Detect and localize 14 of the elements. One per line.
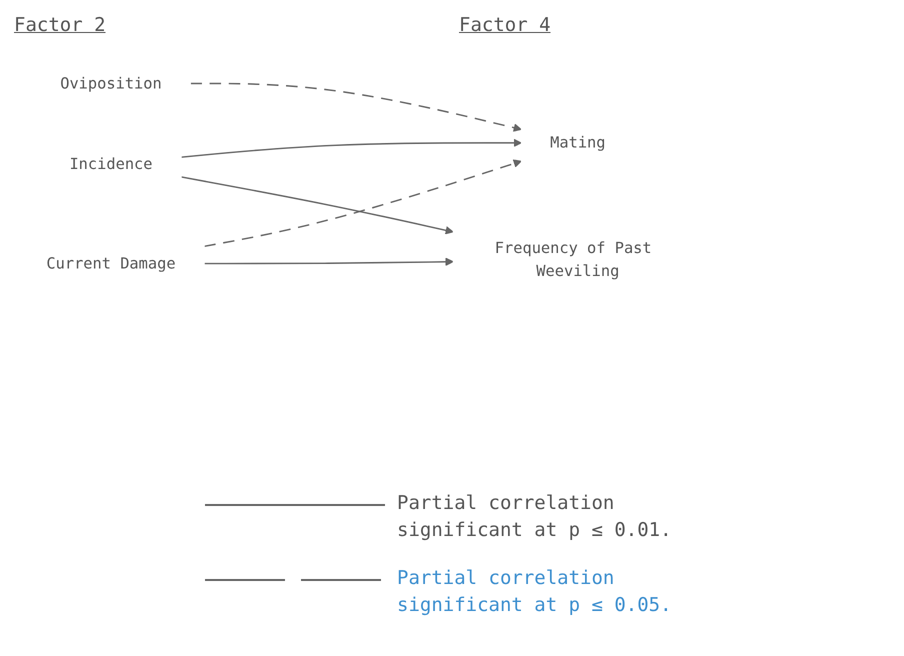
- column-heading: Factor 2: [14, 14, 106, 36]
- node-text: Frequency of Past Weeviling: [494, 238, 652, 280]
- node-text: Mating: [550, 133, 606, 152]
- legend-text: Partial correlation significant at p ≤ 0.01.: [397, 491, 673, 543]
- arrow: [181, 176, 454, 234]
- arrow: [181, 138, 522, 158]
- arrow: [204, 159, 522, 248]
- node-text: Incidence: [69, 154, 152, 173]
- node-text: Oviposition: [60, 74, 162, 92]
- node-text: Current Damage: [46, 254, 176, 272]
- legend-text: Partial correlation significant at p ≤ 0.05.: [397, 566, 673, 618]
- column-heading: Factor 4: [459, 14, 551, 36]
- arrow: [204, 258, 454, 266]
- arrow: [190, 82, 522, 132]
